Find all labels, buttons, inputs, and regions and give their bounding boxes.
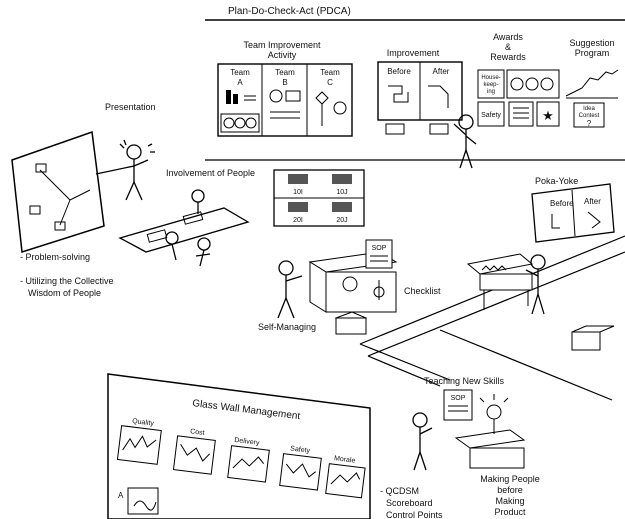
problem-solving-label: - Problem-solving [20, 252, 90, 262]
improvement-board: Before After [377, 61, 463, 135]
presentation-label: Presentation [105, 102, 156, 112]
making-people-line-1: Making People [480, 474, 540, 484]
housekeeping-label-2: keep- [483, 82, 498, 88]
shelf-bin-label: 10J [336, 189, 347, 196]
workbench [466, 253, 534, 310]
team-activity-title-1: Team Improvement [243, 40, 321, 50]
poka-yoke-sign: Before After [531, 183, 615, 243]
safety-label: Safety [481, 112, 501, 119]
team-card-label: Team [230, 68, 250, 77]
line-worker [525, 254, 546, 315]
idea-contest-label-1: Idea [583, 106, 595, 112]
chart-label-morale: Morale [334, 455, 356, 465]
team-card-label: Team [320, 68, 340, 77]
improvement-after-label: After [433, 67, 450, 76]
chart-label-safety: Safety [290, 445, 311, 454]
team-card-a: Team A [220, 68, 260, 133]
parts-box-floor [571, 325, 615, 351]
awards-line-3: Rewards [490, 52, 526, 62]
collective-wisdom-label-1: - Utilizing the Collective [20, 276, 114, 286]
awards-line-1: Awards [493, 32, 523, 42]
team-board: Team A Team B Team C [217, 63, 353, 137]
parts-cart [334, 311, 368, 335]
smiley-icon [540, 77, 554, 91]
poka-yoke-title: Poka-Yoke [535, 176, 578, 186]
question-mark-icon: ? [587, 119, 592, 128]
presentation-board [11, 130, 105, 253]
pdca-label: Plan-Do-Check-Act (PDCA) [228, 6, 351, 17]
team-activity-title-2: Activity [268, 50, 297, 60]
teaching-sop-sheet: SOP [443, 389, 473, 421]
housekeeping-label-1: House- [481, 75, 500, 81]
suggestion-line-1: Suggestion [569, 38, 614, 48]
qcdsm-line-3: Control Points [386, 510, 443, 519]
checklist-label: Checklist [404, 286, 441, 296]
qcdsm-line-2: Scoreboard [386, 498, 433, 508]
improvement-before-label: Before [387, 67, 411, 76]
chart-row-letter: A [118, 491, 124, 500]
team-card-c: Team C [315, 68, 347, 126]
star-icon: ★ [542, 108, 554, 123]
team-members [165, 189, 211, 267]
qcdsm-line-1: - QCDSM [380, 486, 419, 496]
housekeeping-label-3: ing [487, 89, 495, 95]
trainer [412, 412, 433, 471]
team-card-letter: A [237, 78, 243, 87]
presenter [95, 139, 155, 201]
person-at-board [453, 114, 477, 169]
poka-yoke-after-label: After [584, 197, 601, 206]
meeting-table [118, 207, 250, 253]
teaching-label: Teaching New Skills [424, 376, 505, 386]
sop-sheet-label: SOP [372, 245, 387, 252]
teaching-sop-label: SOP [451, 395, 466, 402]
awards-board: House- keep- ing Safety ★ [477, 69, 560, 127]
glass-wall-charts: Quality Cost Delivery Safety Morale A [116, 418, 366, 515]
team-card-label: Team [275, 68, 295, 77]
team-card-b: Team B [269, 68, 301, 119]
team-card-letter: C [327, 78, 333, 87]
parts-shelf: 10I 10J 20I 20J [273, 169, 365, 227]
making-people-line-3: Making [495, 496, 524, 506]
machine-station: SOP [308, 239, 398, 313]
suggestion-board: Idea Contest ? [565, 69, 619, 128]
collective-wisdom-label-2: Wisdom of People [28, 288, 101, 298]
shelf-bin-label: 20I [293, 217, 303, 224]
chart-label-cost: Cost [190, 428, 205, 437]
making-people-line-2: before [497, 485, 523, 495]
involvement-label: Involvement of People [166, 168, 255, 178]
shelf-bin-label: 10I [293, 189, 303, 196]
shelf-bin-label: 20J [336, 217, 347, 224]
trainee-desk [454, 394, 526, 469]
smiley-icon [510, 77, 524, 91]
chart-label-quality: Quality [132, 418, 155, 428]
self-managing-worker [277, 260, 303, 319]
team-card-letter: B [282, 78, 287, 87]
suggestion-line-2: Program [575, 48, 610, 58]
idea-contest-label-2: Contest [579, 113, 600, 119]
chart-label-delivery: Delivery [234, 437, 260, 447]
smiley-icon [525, 77, 539, 91]
poka-yoke-before-label: Before [550, 199, 574, 208]
awards-line-2: & [505, 42, 511, 52]
self-managing-label: Self-Managing [258, 322, 316, 332]
making-people-line-4: Product [494, 507, 526, 517]
improvement-title: Improvement [387, 48, 440, 58]
